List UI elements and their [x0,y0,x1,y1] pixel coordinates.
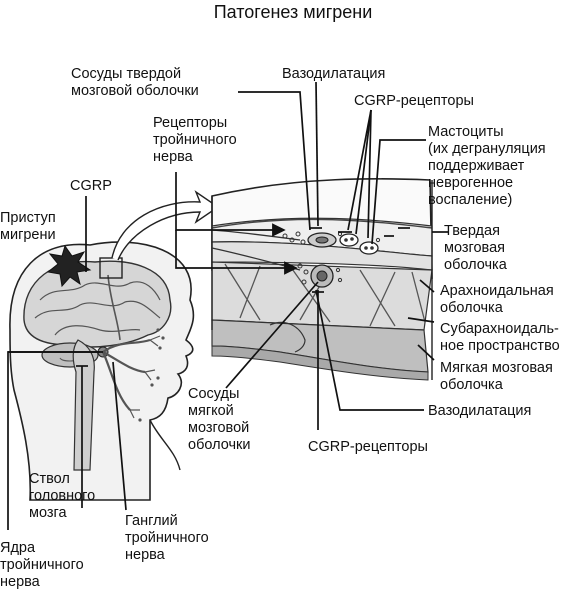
label-trigeminal-ganglion: Ганглий тройничного нерва [125,513,209,563]
label-cgrp-receptors-bottom: CGRP-рецепторы [308,439,428,455]
mast-cell [339,233,359,247]
label-vasodilation-top: Вазодилатация [282,66,386,82]
label-subarachnoid: Субарахноидаль- ное пространство [440,321,560,354]
mast-cell [359,241,379,255]
label-pia-mater: Мягкая мозговая оболочка [440,360,553,393]
label-dura-mater: Твердая мозговая оболочка [444,223,507,273]
label-pia-vessels: Сосуды мягкой мозговой оболочки [188,386,251,453]
label-brainstem: Ствол головного мозга [29,471,96,521]
zoom-region-marker [99,257,123,279]
brainstem-shape [72,339,95,471]
label-trigeminal-nuclei: Ядра тройничного нерва [0,540,84,590]
label-cgrp-receptors-top: CGRP-рецепторы [354,93,474,109]
diagram-title: Патогенез мигрени [213,2,373,22]
migraine-attack-icon [46,244,92,288]
label-mast-cells: Мастоциты (их дегрануляция поддерживает … [428,124,546,208]
label-trigeminal-receptors: Рецепторы тройничного нерва [153,115,237,165]
leader-lines [7,81,448,530]
label-cgrp: CGRP [70,178,112,194]
zoom-arrow [111,190,220,261]
label-migraine-attack: Приступ мигрени [0,210,56,243]
label-dura-vessels: Сосуды твердой мозговой оболочки [71,66,199,99]
label-arachnoid: Арахноидальная оболочка [440,283,554,316]
label-vasodilation-bottom: Вазодилатация [428,403,532,419]
